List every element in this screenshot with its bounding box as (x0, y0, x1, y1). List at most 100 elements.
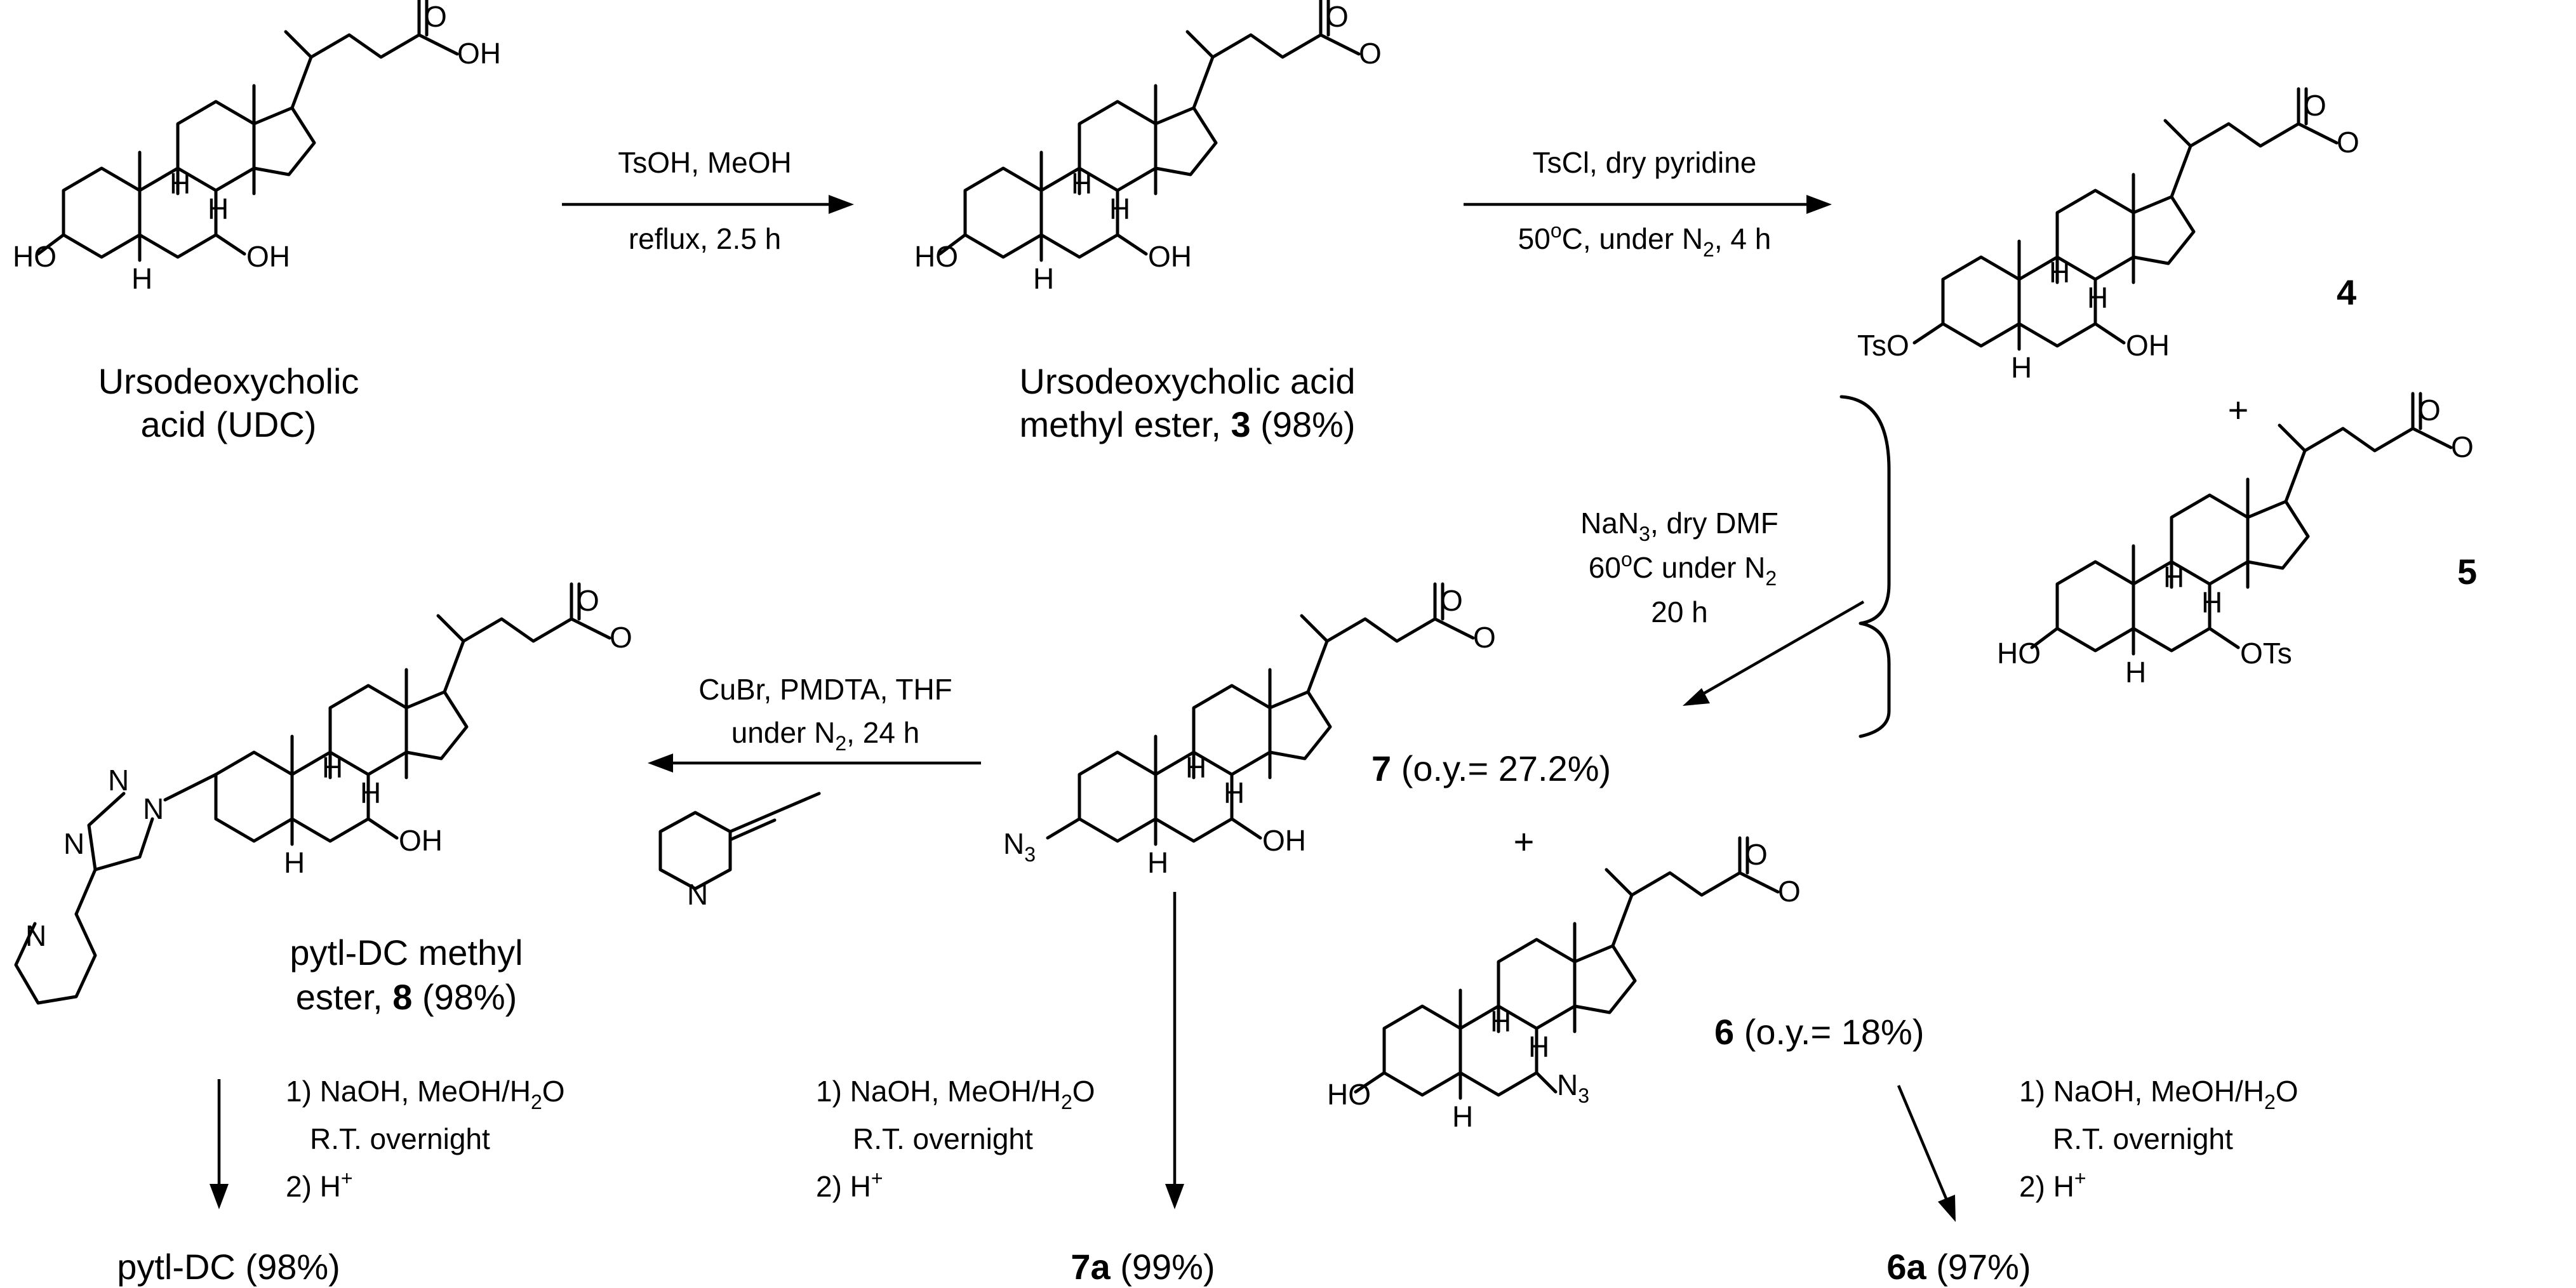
atom-label: N (687, 878, 708, 911)
c8-name-line1: pytl-DC methyl (290, 933, 523, 973)
atom-label: H (2125, 656, 2146, 689)
c3-name-line2: methyl ester, 3 (98%) (1019, 404, 1355, 444)
atom-label: HO (1997, 637, 2041, 670)
hydrolysis-line2: R.T. overnight (310, 1122, 490, 1155)
compound-7: N3 OH O O H H H 7 (o.y.= 27.2%) (1003, 584, 1611, 879)
atom-label: O (1359, 37, 1382, 70)
plus-top: + (2228, 390, 2249, 430)
step1-line2: reflux, 2.5 h (629, 222, 781, 255)
product-6a: 6a (97%) (1886, 1247, 2031, 1287)
udc-name-line2: acid (UDC) (141, 404, 317, 444)
hydrolysis-line3: 2) H+ (816, 1167, 883, 1203)
plus-mid: + (1514, 821, 1535, 861)
atom-label: OH (1262, 824, 1306, 857)
arrow-step4: CuBr, PMDTA, THF under N2, 24 h (648, 673, 981, 773)
atom-label: HO (13, 240, 57, 273)
arrow-step1: TsOH, MeOH reflux, 2.5 h (562, 146, 854, 255)
atom-label: H (1147, 846, 1168, 879)
atom-label: H (2163, 561, 2184, 594)
arrow-hydrolysis-8: 1) NaOH, MeOH/H2O R.T. overnight 2) H+ (210, 1075, 565, 1209)
arrow-step3: NaN3, dry DMF 60oC under N2 20 h (1580, 507, 1865, 706)
atom-label: H (1452, 1100, 1473, 1133)
compound-4: TsO OH O O H H H 4 (1857, 89, 2359, 384)
step4-line1: CuBr, PMDTA, THF (698, 673, 952, 706)
reagent-2-ethynylpyridine: N (658, 792, 821, 911)
atom-label: H (2087, 281, 2108, 314)
atom-label: N (108, 764, 129, 797)
atom-label: HO (914, 240, 958, 273)
atom-label: OH (246, 240, 290, 273)
atom-label: OH (457, 37, 501, 70)
atom-label: H (1490, 1005, 1511, 1038)
atom-label: OH (399, 824, 443, 857)
atom-label: O (424, 0, 447, 33)
hydrolysis-line3: 2) H+ (2019, 1167, 2086, 1203)
atom-label: OH (1148, 240, 1192, 273)
hydrolysis-line2: R.T. overnight (853, 1122, 1033, 1155)
compound-udc: HO OH OH O H H H Ursodeoxycholic acid (U… (13, 0, 501, 444)
c5-number: 5 (2457, 552, 2477, 592)
compound-6: HO N3 O O H H H 6 (o.y.= 18%) (1327, 838, 1924, 1133)
product-7a: 7a (99%) (1071, 1247, 1215, 1287)
atom-label: H (170, 167, 190, 200)
c6-yield: 6 (o.y.= 18%) (1714, 1012, 1924, 1052)
c4-number: 4 (2337, 272, 2356, 312)
atom-label: H (284, 846, 305, 879)
atom-label: H (1224, 776, 1245, 809)
atom-label: H (1033, 262, 1054, 295)
atom-label: TsO (1857, 329, 1909, 362)
step3-line1: NaN3, dry DMF (1580, 507, 1779, 545)
atom-label: O (1326, 0, 1349, 33)
c8-name-line2: ester, 8 (98%) (296, 977, 517, 1017)
udc-name-line1: Ursodeoxycholic (98, 361, 359, 401)
atom-label: OH (2126, 329, 2170, 362)
atom-label: H (1071, 167, 1092, 200)
atom-label: H (2201, 586, 2222, 619)
atom-label: N (25, 919, 46, 952)
hydrolysis-line1: 1) NaOH, MeOH/H2O (2019, 1075, 2299, 1113)
atom-label: HO (1327, 1078, 1371, 1111)
c3-name-line1: Ursodeoxycholic acid (1019, 361, 1355, 401)
step1-line1: TsOH, MeOH (618, 146, 791, 179)
atom-label: H (2049, 256, 2070, 289)
atom-label: O (2304, 89, 2326, 122)
arrow-hydrolysis-7: 1) NaOH, MeOH/H2O R.T. overnight 2) H+ (816, 892, 1184, 1209)
hydrolysis-line1: 1) NaOH, MeOH/H2O (286, 1075, 565, 1113)
atom-label: H (131, 262, 152, 295)
arrow-step2: TsCl, dry pyridine 50oC, under N2, 4 h (1464, 146, 1832, 261)
atom-label: N (63, 827, 84, 860)
atom-label: O (2451, 430, 2474, 463)
c7-yield: 7 (o.y.= 27.2%) (1371, 748, 1611, 788)
atom-label: N3 (1557, 1068, 1589, 1107)
atom-label: O (2337, 126, 2359, 159)
atom-label: OTs (2240, 637, 2292, 670)
atom-label: N (143, 792, 164, 825)
atom-label: H (208, 192, 229, 225)
atom-label: N3 (1003, 827, 1036, 866)
step2-line2: 50oC, under N2, 4 h (1518, 219, 1772, 261)
atom-label: O (577, 584, 599, 617)
hydrolysis-line1: 1) NaOH, MeOH/H2O (816, 1075, 1095, 1113)
step2-line1: TsCl, dry pyridine (1533, 146, 1757, 179)
atom-label: H (360, 776, 381, 809)
atom-label: O (2418, 394, 2441, 427)
hydrolysis-line2: R.T. overnight (2053, 1122, 2233, 1155)
atom-label: O (1745, 838, 1768, 871)
atom-label: O (1440, 584, 1463, 617)
step3-line2: 60oC under N2 (1589, 548, 1777, 590)
brace (1839, 395, 1891, 738)
hydrolysis-line3: 2) H+ (286, 1167, 353, 1203)
atom-label: H (322, 751, 343, 784)
step3-line3: 20 h (1651, 595, 1708, 628)
atom-label: O (1778, 875, 1801, 908)
product-pytl-dc: pytl-DC (98%) (117, 1247, 340, 1287)
atom-label: H (1185, 751, 1206, 784)
compound-5: HO OTs O O H H H 5 (1997, 394, 2477, 689)
arrow-hydrolysis-6: 1) NaOH, MeOH/H2O R.T. overnight 2) H+ (1897, 1075, 2299, 1222)
atom-label: H (1109, 192, 1130, 225)
atom-label: H (2011, 351, 2032, 384)
compound-8: OH O O H H H N N N N pytl-DC methyl este… (14, 584, 632, 1017)
step4-line2: under N2, 24 h (731, 716, 920, 755)
atom-label: H (1528, 1030, 1549, 1063)
